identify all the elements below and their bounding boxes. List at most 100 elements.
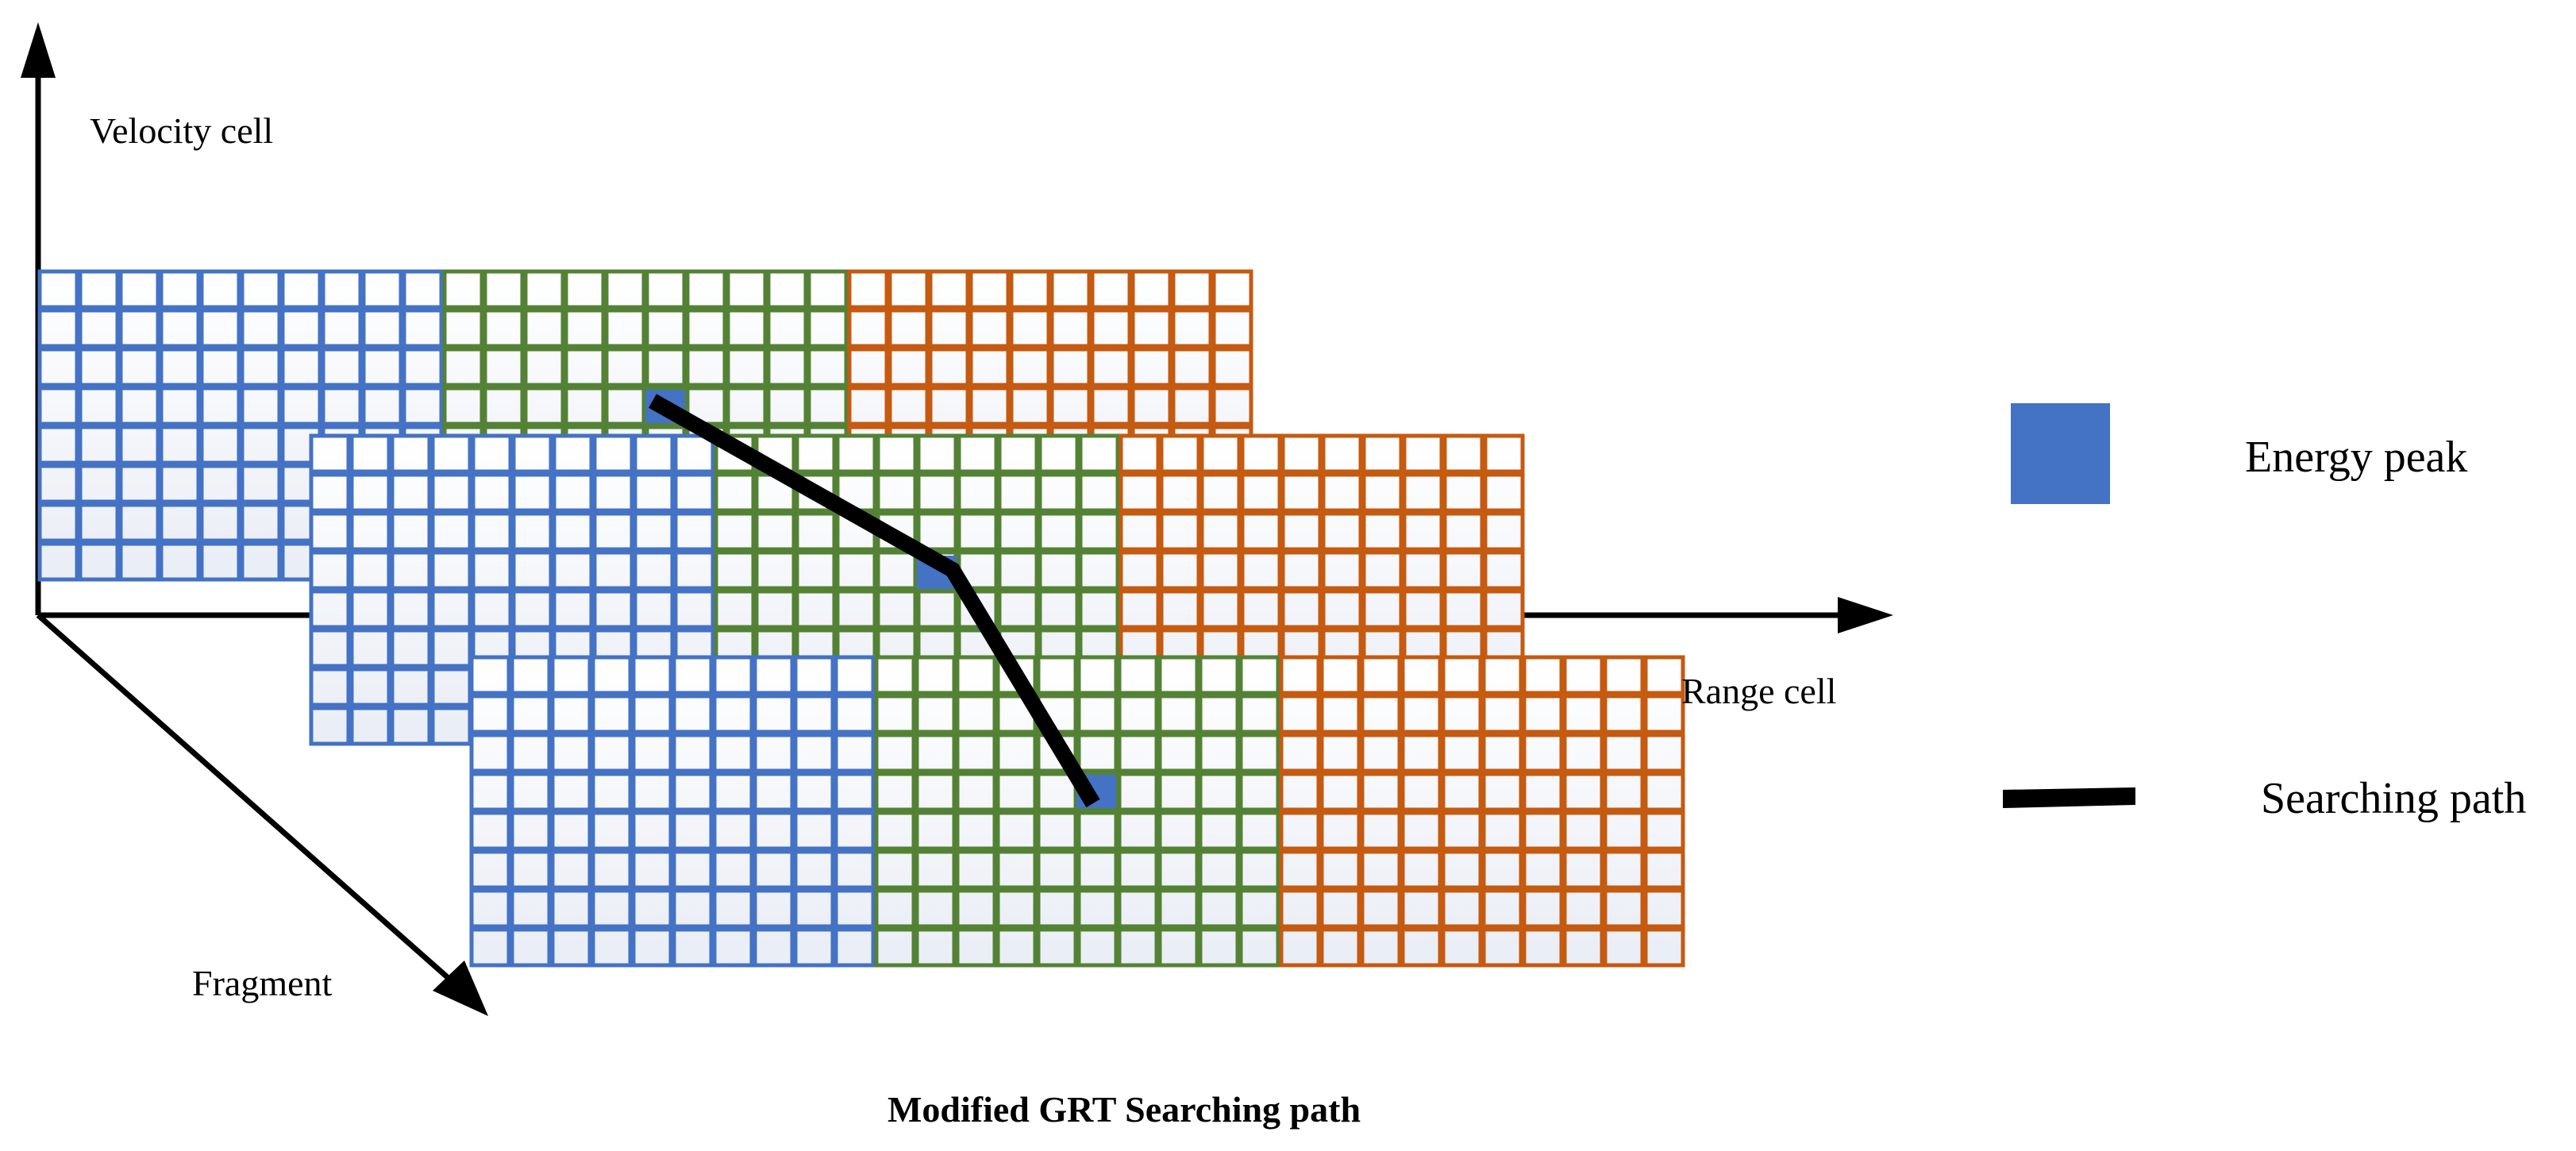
fragment-axis-label: Fragment [192, 963, 333, 1003]
grid-cell [1603, 927, 1645, 968]
grid-cell [309, 511, 351, 552]
grid-cell [1159, 472, 1201, 513]
velocity-axis-arrowhead [21, 22, 56, 78]
grid-cell [1360, 810, 1402, 851]
grid-cell [888, 269, 930, 310]
grid-cell [604, 347, 646, 387]
grid-cell [550, 810, 592, 851]
grid-cell [510, 772, 552, 812]
grid-cell [1442, 472, 1484, 513]
grid-cell [1562, 849, 1604, 890]
grid-cell [631, 927, 673, 968]
grid-cell [1441, 772, 1483, 812]
grid-cell [793, 733, 835, 773]
grid-cell [604, 269, 646, 310]
grid-cell [390, 511, 432, 552]
grid-cell [766, 269, 808, 310]
grid-cell [1481, 810, 1523, 851]
grid-cell [280, 269, 322, 310]
grid-cell [1321, 589, 1363, 629]
grid-cell [1211, 308, 1253, 348]
grid-cell [1199, 472, 1242, 513]
grid-cell [997, 433, 1039, 474]
grid-cell [714, 472, 756, 513]
grid-cell [631, 888, 673, 929]
grid-cell [672, 927, 714, 968]
grid-cell [712, 927, 754, 968]
grid-cell [1400, 694, 1442, 734]
grid-cell [159, 347, 201, 387]
grid-cell [955, 888, 997, 929]
grid-cell [78, 347, 120, 387]
grid-cell [673, 550, 715, 591]
grid-cell [1078, 550, 1120, 591]
grid-cell [1036, 927, 1078, 968]
grid-cell [968, 308, 1011, 348]
grid-cell [159, 308, 201, 348]
grid-cell [1402, 589, 1444, 629]
grid-cell [795, 433, 837, 474]
grid-cell [591, 772, 633, 812]
grid-cell [995, 927, 1038, 968]
grid-cell [1481, 655, 1523, 695]
grid-cell [997, 511, 1039, 552]
grid-cell [361, 308, 403, 348]
grid-cell [321, 308, 363, 348]
grid-cell [550, 888, 592, 929]
grid-cell [1009, 308, 1051, 348]
grid-cell [78, 425, 120, 465]
grid-cell [672, 772, 714, 812]
grid-cell [361, 386, 403, 426]
grid-cell [1441, 849, 1483, 890]
grid-cell [1130, 386, 1172, 426]
grid-cell [916, 433, 958, 474]
grid-cell [1441, 927, 1483, 968]
grid-cell [402, 269, 444, 310]
grid-cell [1199, 550, 1242, 591]
grid-cell [1157, 655, 1199, 695]
grid-cell [1049, 269, 1092, 310]
grid-cell [1078, 472, 1120, 513]
grid-cell [118, 502, 160, 543]
grid-cell [795, 589, 837, 629]
grid-cell [321, 269, 363, 310]
grid-cell [673, 511, 715, 552]
grid-cell [1119, 550, 1161, 591]
grid-cell [712, 888, 754, 929]
grid-cell [888, 347, 930, 387]
grid-cell [633, 589, 675, 629]
fragment-grids [37, 269, 1685, 968]
grid-cell [471, 550, 513, 591]
grid-cell [1198, 772, 1240, 812]
grid-cell [1171, 386, 1213, 426]
grid-cell [37, 308, 79, 348]
grid-cell [1360, 772, 1402, 812]
grid-cell [1522, 810, 1564, 851]
grid-cell [1361, 550, 1404, 591]
grid-cell [834, 655, 876, 695]
grid-cell [1238, 772, 1280, 812]
grid-cell [1279, 810, 1321, 851]
grid-cell [240, 425, 282, 465]
grid-cell [1076, 849, 1119, 890]
grid-cell [511, 472, 553, 513]
grid-cell [1280, 433, 1323, 474]
range-axis-arrowhead [1838, 597, 1893, 633]
grid-cell [1240, 550, 1282, 591]
grid-cell [1319, 849, 1361, 890]
grid-cell [874, 772, 916, 812]
grid-cell [1171, 308, 1213, 348]
grid-cell [726, 308, 768, 348]
grid-cell [874, 849, 916, 890]
grid-cell [118, 464, 160, 504]
grid-cell [834, 888, 876, 929]
grid-cell [995, 888, 1038, 929]
grid-cell [795, 511, 837, 552]
grid-cell [1117, 888, 1159, 929]
grid-cell [997, 550, 1039, 591]
blue-grid-section [469, 655, 876, 968]
grid-cell [37, 541, 79, 582]
grid-cell [1402, 511, 1444, 552]
grid-cell [309, 550, 351, 591]
grid-cell [995, 849, 1038, 890]
